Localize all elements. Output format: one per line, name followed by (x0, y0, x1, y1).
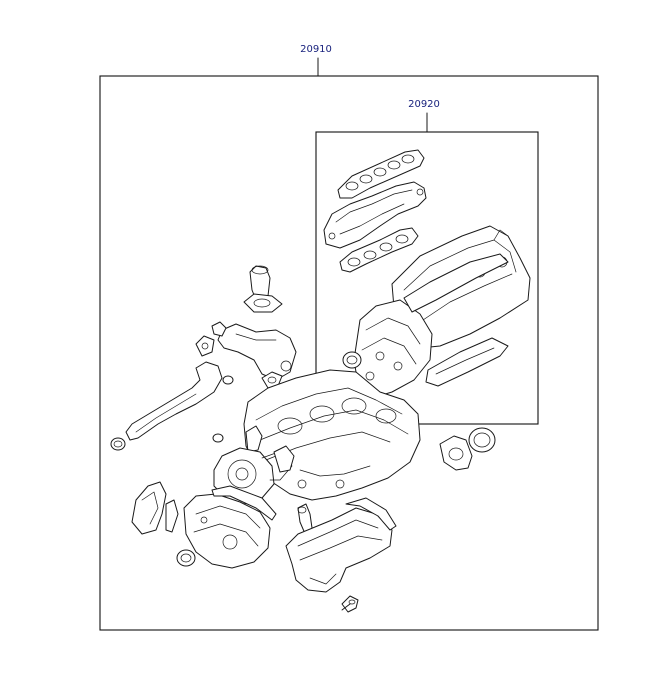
oil-pan-gasket[interactable] (345, 497, 397, 531)
plenum-cover-gasket[interactable] (323, 181, 427, 249)
head-gasket-strip[interactable] (403, 253, 509, 387)
block-side-gasket[interactable] (245, 425, 263, 453)
oil-pan[interactable] (285, 507, 393, 593)
water-pump-gasket[interactable] (273, 445, 295, 473)
bypass-pipe[interactable] (125, 361, 223, 441)
intake-gasket-upper[interactable] (337, 149, 425, 199)
pipe-gasket-square[interactable] (195, 335, 215, 357)
water-outlet-fitting[interactable] (249, 265, 271, 301)
callout-outer-label[interactable]: 20910 (300, 44, 332, 55)
intake-gasket-lower[interactable] (339, 227, 419, 273)
front-cover-gasket[interactable] (211, 485, 277, 521)
pipe-gasket-small[interactable] (211, 321, 227, 337)
coolant-pipe[interactable] (217, 323, 297, 381)
thermostat-gasket[interactable] (243, 293, 283, 313)
inner-kit-frame (315, 131, 539, 425)
outer-kit-frame (99, 75, 599, 631)
rear-main-seal[interactable] (468, 427, 496, 453)
o-ring-pipe-end[interactable] (110, 437, 126, 451)
front-crank-seal[interactable] (176, 549, 196, 567)
cam-seal-upper[interactable] (342, 351, 362, 369)
front-cover[interactable] (183, 493, 271, 569)
timing-cover-strip[interactable] (165, 499, 179, 533)
drain-plug[interactable] (341, 595, 359, 613)
bypass-gasket[interactable] (261, 371, 283, 389)
o-ring-left[interactable] (212, 433, 224, 443)
callout-inner-label[interactable]: 20920 (408, 99, 440, 110)
o-ring-small[interactable] (222, 375, 234, 385)
seal-retainer[interactable] (439, 435, 473, 471)
timing-cover-gasket[interactable] (131, 481, 167, 535)
